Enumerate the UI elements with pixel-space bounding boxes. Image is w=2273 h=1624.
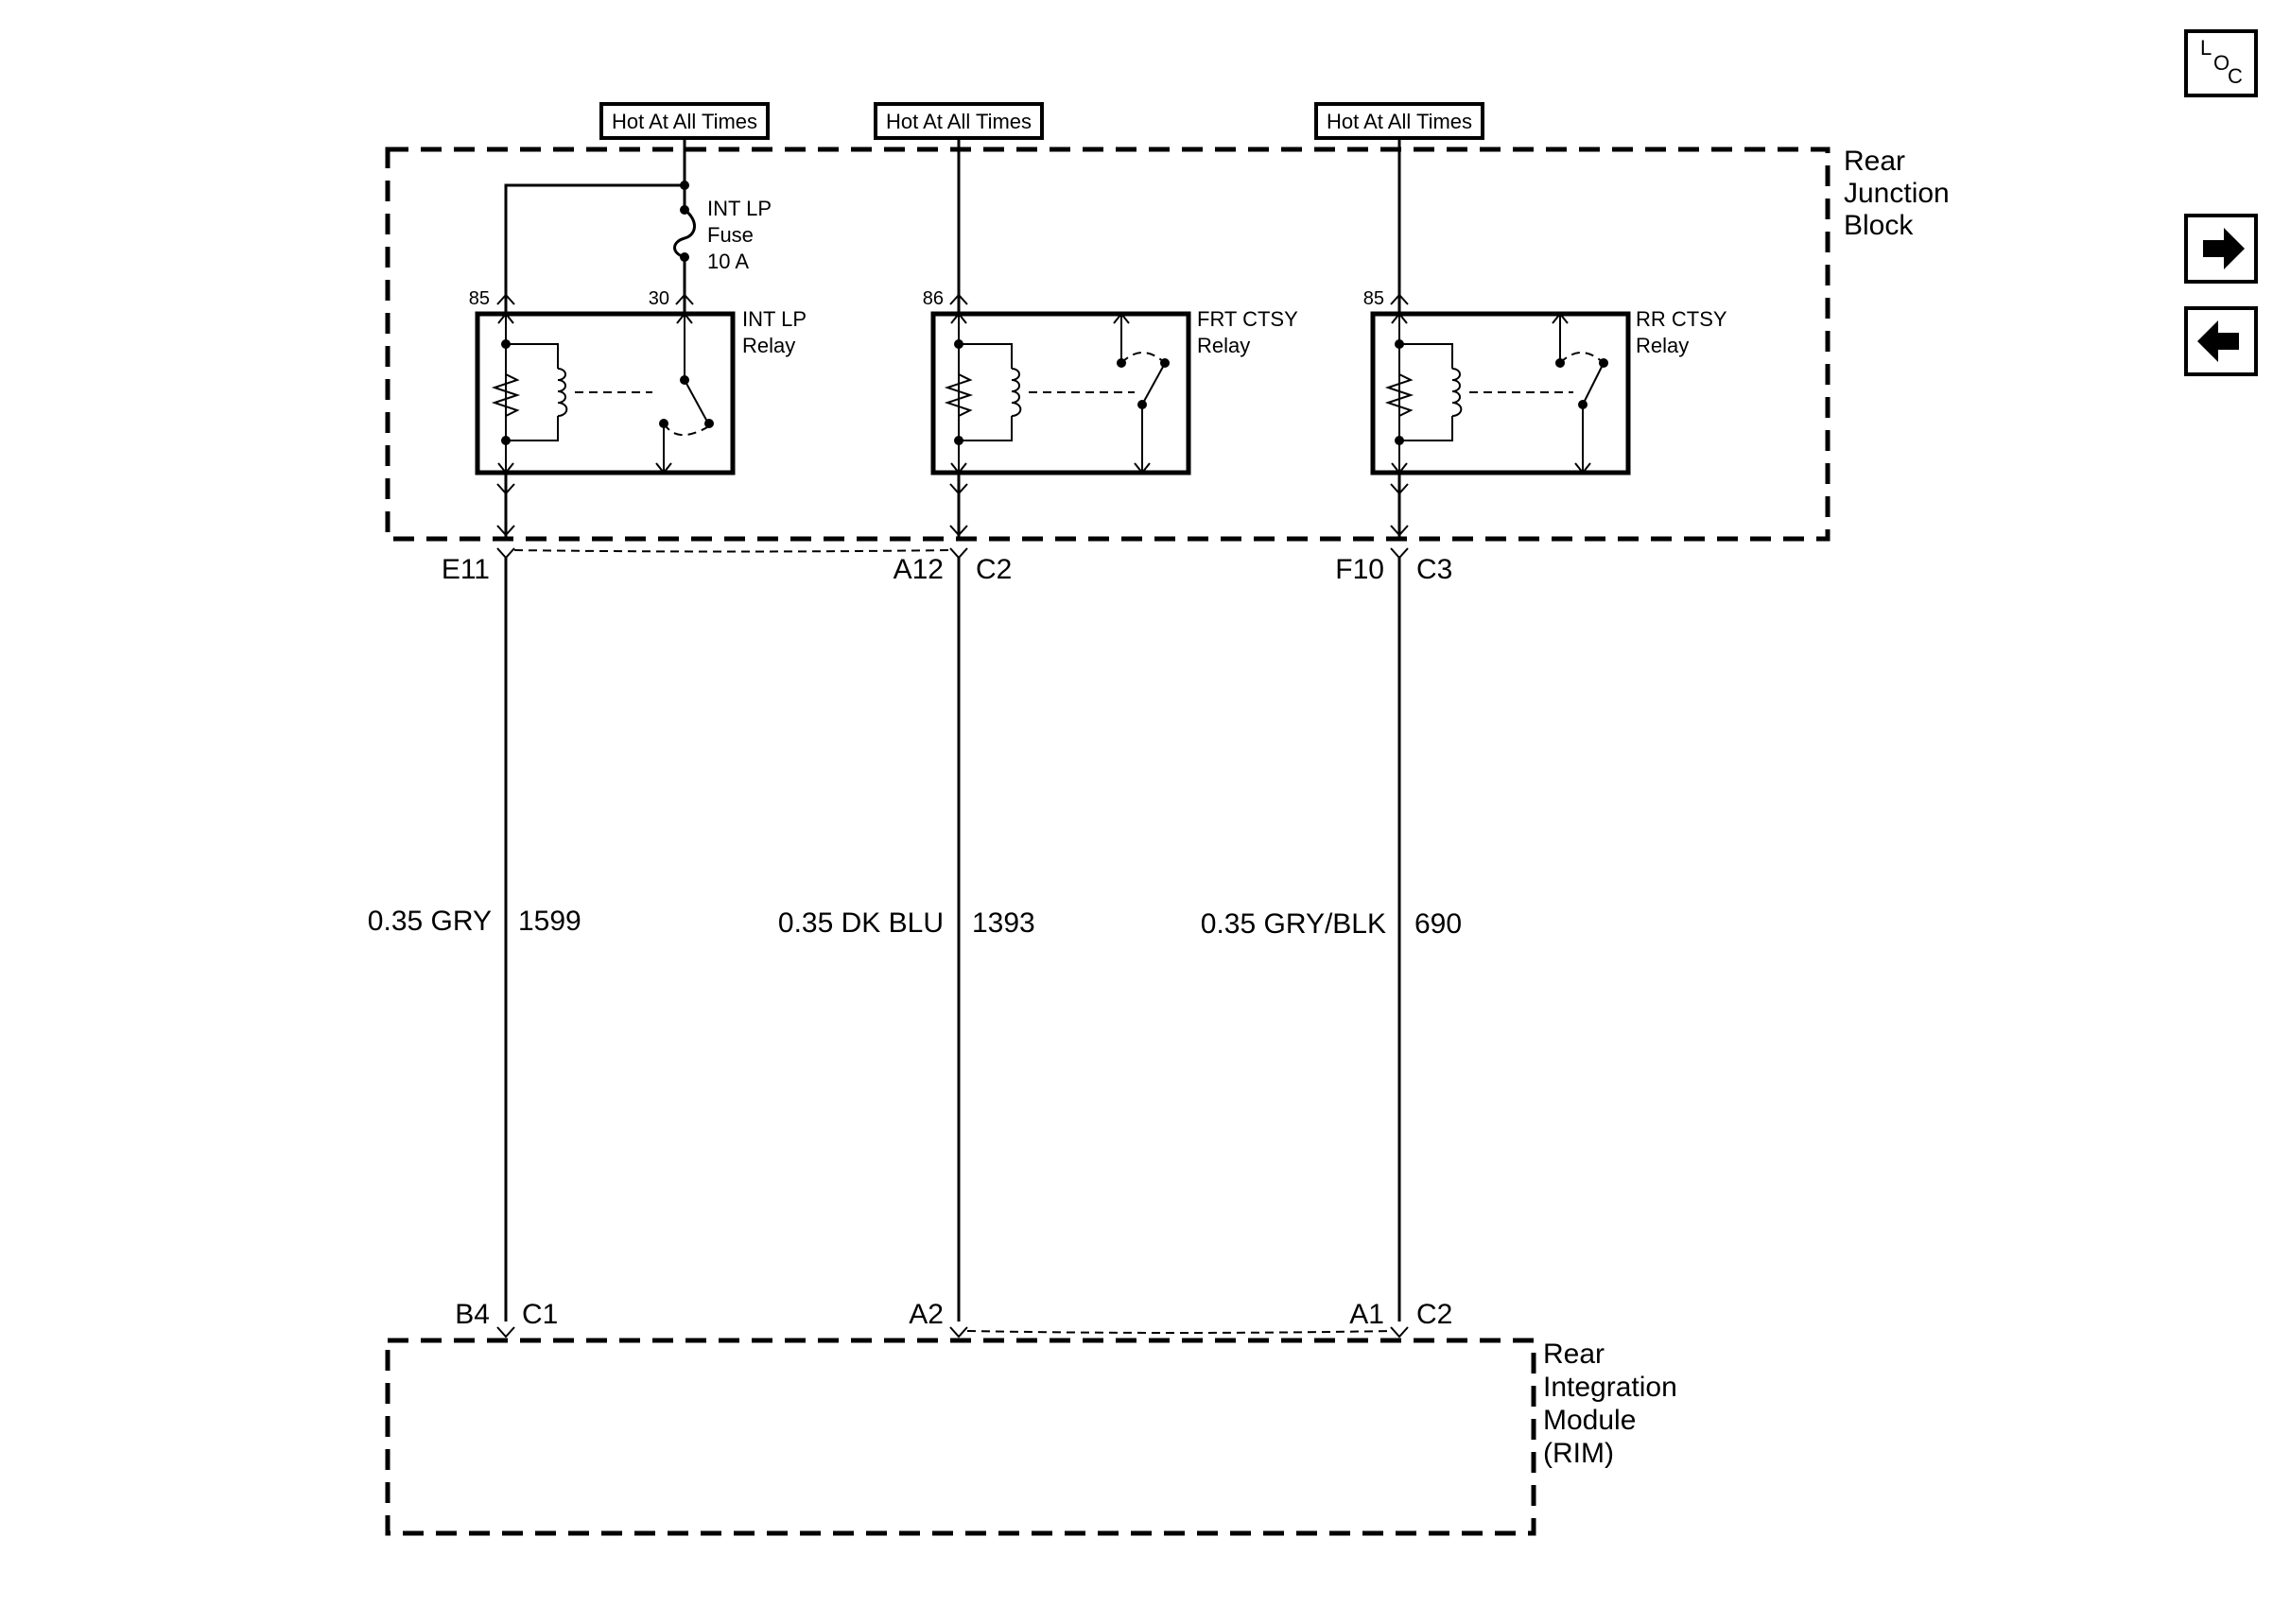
jb-connectors: E11 A12 C2 F10 C3 xyxy=(442,547,1452,585)
rim-outline xyxy=(385,1338,1536,1536)
power-label-3: Hot At All Times xyxy=(1314,102,1484,140)
svg-text:Rear: Rear xyxy=(1543,1339,1605,1370)
connector-label: A12 xyxy=(894,554,944,585)
power-label-1: Hot At All Times xyxy=(599,102,770,140)
fuse-label-line3: 10 A xyxy=(707,250,749,273)
connector-label: A1 xyxy=(1349,1299,1384,1330)
connector-id: C1 xyxy=(522,1299,558,1330)
svg-text:(RIM): (RIM) xyxy=(1543,1438,1614,1469)
svg-text:Module: Module xyxy=(1543,1405,1636,1436)
connector-id: C2 xyxy=(1416,1299,1452,1330)
arrow-left-icon xyxy=(2197,320,2239,362)
connector-label: F10 xyxy=(1335,554,1384,585)
loc-letter-l: L xyxy=(2200,36,2212,60)
resistor-icon xyxy=(1384,373,1414,417)
fuse-icon xyxy=(673,208,696,259)
pin-label: 85 xyxy=(1363,288,1384,309)
relay-label-line1: INT LP xyxy=(742,307,807,331)
rear-junction-block-outline xyxy=(385,147,1831,542)
power-label-2: Hot At All Times xyxy=(874,102,1044,140)
svg-text:Hot At All Times: Hot At All Times xyxy=(612,110,757,133)
relay-label-line1: RR CTSY xyxy=(1636,307,1727,331)
svg-text:Hot At All Times: Hot At All Times xyxy=(886,110,1032,133)
coil-icon xyxy=(1011,368,1022,417)
circuit-frt-ctsy: 86 FRT CTSY Relay xyxy=(923,138,1298,539)
rim-connectors: B4 C1 A2 A1 C2 xyxy=(455,1299,1452,1339)
relay-label-line2: Relay xyxy=(742,334,795,357)
svg-text:Block: Block xyxy=(1844,210,1914,241)
connector-id: C3 xyxy=(1416,554,1452,585)
connector-label: A2 xyxy=(909,1299,944,1330)
fuse-label-line1: INT LP xyxy=(707,197,772,220)
connector-id: C2 xyxy=(976,554,1012,585)
svg-text:Junction: Junction xyxy=(1844,178,1950,209)
fuse-label-line2: Fuse xyxy=(707,223,754,247)
relay-label-line2: Relay xyxy=(1636,334,1689,357)
svg-text:Rear: Rear xyxy=(1844,146,1905,177)
connector-label: B4 xyxy=(455,1299,490,1330)
rim-label: Rear Integration Module (RIM) xyxy=(1543,1339,1677,1469)
arrow-right-icon xyxy=(2203,228,2245,269)
connector-label: E11 xyxy=(442,554,490,585)
coil-icon xyxy=(1451,368,1463,417)
wires: 0.35 GRY 1599 0.35 DK BLU 1393 0.35 GRY/… xyxy=(368,558,1462,1322)
previous-page-button[interactable] xyxy=(2184,306,2258,376)
relay-label-line1: FRT CTSY xyxy=(1197,307,1298,331)
relay-label-line2: Relay xyxy=(1197,334,1250,357)
pin-label: 85 xyxy=(469,288,490,309)
svg-text:Integration: Integration xyxy=(1543,1372,1677,1403)
loc-letter-o: O xyxy=(2213,51,2230,75)
pin-label: 30 xyxy=(649,288,669,309)
loc-button[interactable]: L O C xyxy=(2184,29,2258,97)
resistor-icon xyxy=(944,373,974,417)
wire-color-label: 0.35 GRY/BLK xyxy=(1201,908,1386,940)
relay-rr-ctsy xyxy=(1370,311,1631,475)
svg-text:Hot At All Times: Hot At All Times xyxy=(1327,110,1472,133)
coil-icon xyxy=(557,368,568,417)
circuit-number-label: 1599 xyxy=(518,906,581,937)
circuit-rr-ctsy: 85 RR CTSY Relay xyxy=(1363,138,1727,539)
pin-label: 86 xyxy=(923,288,944,309)
loc-letter-c: C xyxy=(2228,64,2243,88)
wire-color-label: 0.35 GRY xyxy=(368,906,492,937)
resistor-icon xyxy=(491,373,521,417)
circuit-number-label: 1393 xyxy=(972,907,1035,939)
relay-int-lp xyxy=(475,311,736,475)
circuit-int-lp: INT LP Fuse 10 A 85 30 INT LP Relay xyxy=(469,138,807,539)
relay-frt-ctsy xyxy=(930,311,1191,475)
circuit-number-label: 690 xyxy=(1414,908,1462,940)
wire-color-label: 0.35 DK BLU xyxy=(778,907,944,939)
rear-junction-block-label: Rear Junction Block xyxy=(1844,146,1950,241)
next-page-button[interactable] xyxy=(2184,214,2258,284)
